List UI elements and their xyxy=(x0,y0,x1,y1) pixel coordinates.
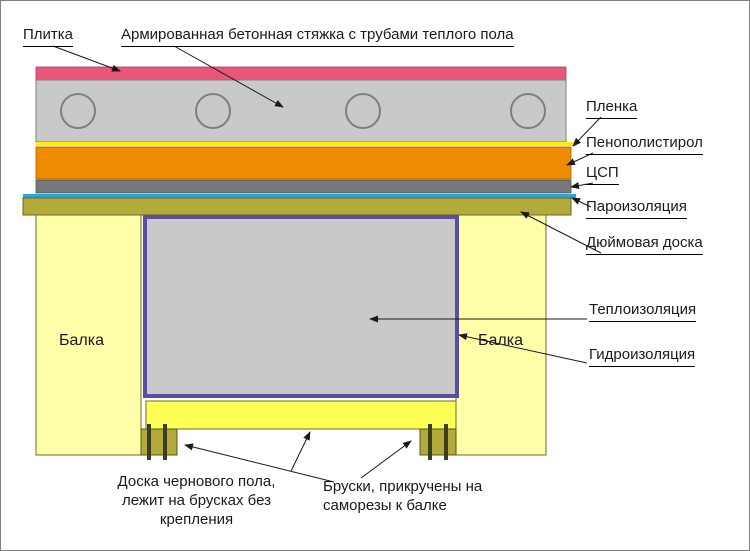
beam-left xyxy=(35,214,142,456)
heating-pipe-icon xyxy=(510,93,546,129)
vapor-barrier-arrow xyxy=(571,197,592,208)
polystyrene-label: Пенополистирол xyxy=(586,134,703,155)
bars-arrow-right xyxy=(360,440,412,479)
film-layer xyxy=(36,142,576,146)
screw-icon xyxy=(163,424,167,460)
screed-layer xyxy=(35,79,567,143)
inch-board-layer xyxy=(22,197,572,216)
csp-label: ЦСП xyxy=(586,164,619,185)
vapor-barrier-layer xyxy=(23,194,576,198)
thermal-insulation-label: Теплоизоляция xyxy=(589,301,697,322)
screw-icon xyxy=(444,424,448,460)
screw-icon xyxy=(428,424,432,460)
waterproofing-arrow xyxy=(458,333,588,364)
vapor-barrier-label: Пароизоляция xyxy=(586,198,687,219)
subfloor-arrow xyxy=(290,431,311,472)
subfloor-board-layer xyxy=(145,400,457,430)
tile-arrow xyxy=(52,45,121,72)
film-arrow xyxy=(572,116,602,147)
screw-icon xyxy=(147,424,151,460)
screed-arrow xyxy=(173,45,284,108)
inch-board-arrow xyxy=(520,211,602,254)
screed-label: Армированная бетонная стяжка с трубами т… xyxy=(121,26,514,47)
subfloor-note-label: Доска чернового пола, лежит на брусках б… xyxy=(117,473,276,528)
thermal-insulation-layer xyxy=(147,219,455,394)
polystyrene-arrow xyxy=(566,152,594,166)
bar-right xyxy=(419,428,457,456)
heating-pipe-icon xyxy=(345,93,381,129)
polystyrene-layer xyxy=(35,146,572,180)
beam-right-label: Балка xyxy=(478,332,523,349)
bar-left xyxy=(140,428,178,456)
csp-layer xyxy=(35,179,572,194)
film-label: Пленка xyxy=(586,98,638,119)
heating-pipe-icon xyxy=(195,93,231,129)
bars-note-label: Бруски, прикручены на саморезы к балке xyxy=(323,478,483,514)
csp-arrow xyxy=(570,182,594,190)
waterproofing-label: Гидроизоляция xyxy=(589,346,696,367)
inch-board-label: Дюймовая доска xyxy=(586,234,703,255)
bars-arrow-left xyxy=(184,443,335,483)
heating-pipe-icon xyxy=(60,93,96,129)
beam-right xyxy=(455,214,547,456)
beam-left-label: Балка xyxy=(59,332,104,349)
tile-label: Плитка xyxy=(23,26,74,47)
